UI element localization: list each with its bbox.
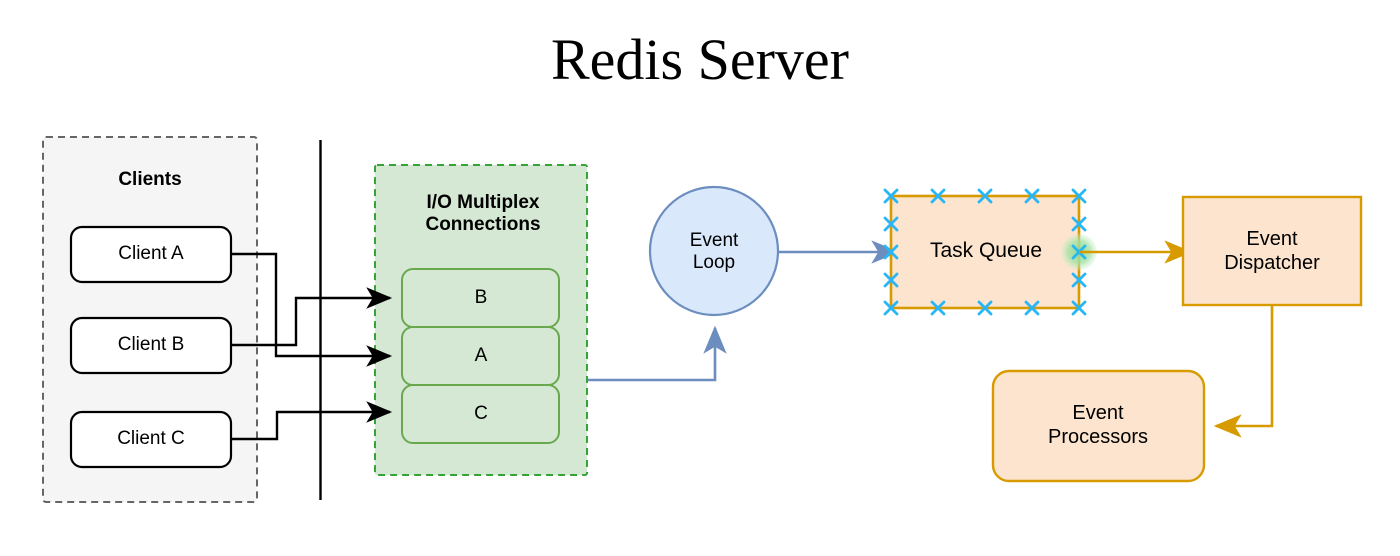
edge-event-dispatcher-to-event-processors[interactable]	[1213, 305, 1274, 438]
connection-a-box[interactable]	[401, 326, 560, 386]
client-b-box[interactable]	[69, 316, 233, 375]
client-c-box[interactable]	[69, 410, 233, 469]
task-queue-node[interactable]	[883, 188, 1097, 316]
task-queue-box[interactable]	[889, 194, 1081, 310]
edge-client-a-to-connection-b[interactable]	[231, 252, 393, 347]
event-dispatcher-box[interactable]	[1181, 195, 1363, 307]
clients-group[interactable]	[42, 136, 258, 503]
event-processors-box[interactable]	[991, 369, 1206, 483]
multiplex-group[interactable]	[374, 164, 588, 476]
edge-client-b-to-connection-a[interactable]	[231, 343, 393, 367]
client-a-box[interactable]	[69, 225, 233, 284]
edge-multiplex-to-event-loop[interactable]	[588, 325, 727, 382]
edge-client-c-to-connection-c[interactable]	[231, 401, 393, 441]
connection-b-box[interactable]	[401, 268, 560, 328]
connection-c-box[interactable]	[401, 384, 560, 444]
event-loop-circle[interactable]	[648, 185, 780, 317]
